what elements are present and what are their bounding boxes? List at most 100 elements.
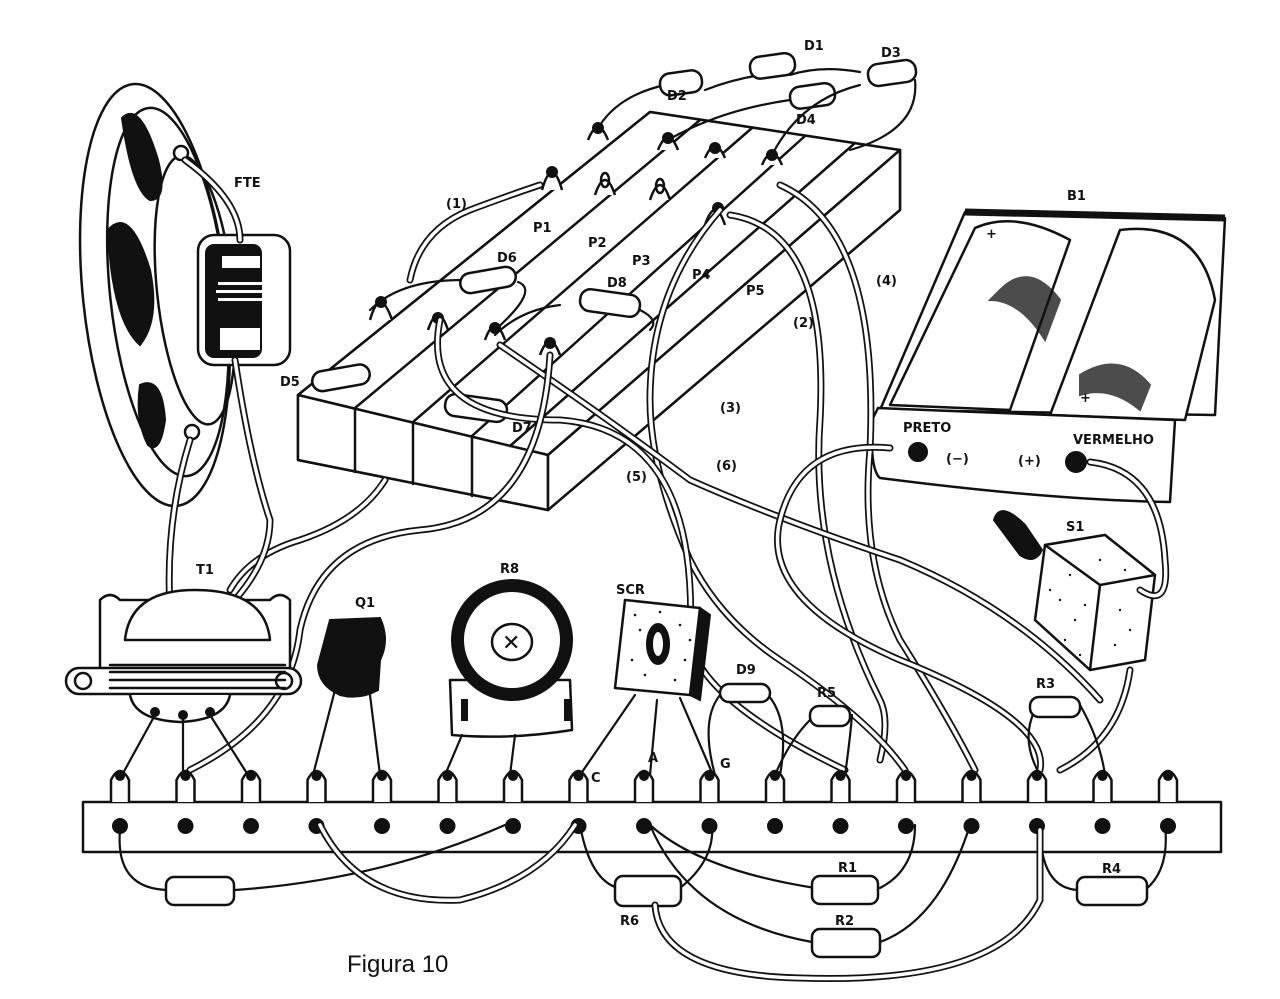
- wire-label-2: (2): [793, 316, 814, 331]
- terminal-lug-solder: [704, 771, 715, 781]
- terminal-rivet: [505, 818, 521, 834]
- terminal-lug-solder: [1097, 771, 1108, 781]
- speaker-terminal-bottom: [183, 423, 201, 441]
- diode-label-d6: D6: [497, 251, 517, 266]
- insulated-wires: [165, 156, 1170, 774]
- speaker-vent-middle: [106, 222, 155, 347]
- diode-d3: [866, 58, 918, 88]
- wire-label-3: (3): [720, 401, 741, 416]
- diode-label-d8: D8: [607, 276, 627, 291]
- terminal-lug-solder: [180, 771, 191, 781]
- terminal-lug-solder: [377, 771, 387, 781]
- plate-label-p4: P4: [692, 268, 711, 283]
- potentiometer-r8: ✕ R8: [448, 562, 574, 738]
- battery-terminal-positive: [1065, 451, 1087, 473]
- diode-d6: [459, 265, 517, 295]
- resistor-label-r4: R4: [1102, 862, 1121, 877]
- transformer-label: T1: [196, 563, 214, 578]
- battery-positive-color: VERMELHO: [1073, 433, 1154, 448]
- terminal-lug-solder: [835, 771, 846, 781]
- switch-label: S1: [1066, 520, 1084, 535]
- transistor-label: Q1: [355, 596, 375, 611]
- terminal-rivet: [701, 818, 718, 834]
- terminal-lug-solder: [115, 771, 125, 781]
- battery-plus-bottom: +: [1080, 391, 1091, 406]
- resistor-r2: [810, 927, 882, 959]
- terminal-rivet: [374, 818, 390, 834]
- plate-label-p5: P5: [746, 284, 765, 299]
- terminal-strip: [81, 769, 1223, 854]
- terminal-lug-solder: [573, 771, 584, 781]
- battery-plus-top: +: [986, 227, 997, 242]
- scr-device: SCR C A G: [591, 583, 731, 786]
- battery-terminal-negative: [908, 442, 928, 462]
- terminal-lug-solder: [770, 771, 780, 781]
- terminal-rivet: [832, 818, 849, 834]
- diodes-block: D6 D8 D5 D7: [280, 251, 655, 436]
- diode-d5: [311, 363, 371, 393]
- terminal-rivet: [898, 818, 914, 834]
- resistor-label-r1: R1: [838, 861, 857, 876]
- battery-negative-sign: (−): [946, 452, 969, 467]
- speaker-label: FTE: [234, 176, 261, 191]
- terminal-rivet: [963, 818, 980, 834]
- resistor-label-r2: R2: [835, 914, 854, 929]
- diodes-top: D1 D2 D3 D4: [598, 39, 918, 157]
- terminal-lug-solder: [246, 771, 256, 781]
- switch-s1: S1: [992, 510, 1157, 672]
- potentiometer-knob-icon: ✕: [502, 631, 520, 656]
- diode-label-d9: D9: [736, 663, 756, 678]
- diode-label-d5: D5: [280, 375, 300, 390]
- battery-holder-b1: + + B1 PRETO (−) VERMELHO (+): [870, 189, 1227, 504]
- diode-d8: [578, 287, 642, 319]
- resistor-r4: [1075, 875, 1149, 907]
- plate-label-p3: P3: [632, 254, 651, 269]
- diode-label-d1: D1: [804, 39, 824, 54]
- terminal-rivet: [243, 818, 259, 834]
- resistor-label-r5: R5: [817, 686, 836, 701]
- diode-label-d4: D4: [796, 113, 816, 128]
- diode-label-d7: D7: [512, 421, 532, 436]
- transistor-q1: Q1: [316, 596, 386, 698]
- plate-lugs: [368, 122, 784, 356]
- resistor-label-r3: R3: [1036, 677, 1055, 692]
- terminal-lug-solder: [1032, 771, 1042, 781]
- speaker-fte: FTE: [78, 82, 292, 508]
- wire-label-5: (5): [626, 470, 647, 485]
- resistor-r6: [613, 874, 683, 908]
- scr-pin-gate: G: [720, 757, 731, 772]
- speaker-vent-bottom: [137, 382, 167, 449]
- figure-caption: Figura 10: [347, 951, 448, 978]
- wire-label-4: (4): [876, 274, 897, 289]
- terminal-rivet: [1160, 818, 1176, 834]
- resistor-label-r6: R6: [620, 914, 639, 929]
- terminal-lug-solder: [966, 771, 977, 781]
- plate-label-p1: P1: [533, 221, 552, 236]
- terminal-lug-solder: [1163, 771, 1173, 781]
- scr-pin-anode: A: [648, 751, 658, 766]
- potentiometer-label: R8: [500, 562, 519, 577]
- terminal-lugs: [109, 769, 1179, 834]
- battery-negative-color: PRETO: [903, 421, 951, 436]
- terminal-rivet: [439, 818, 456, 834]
- terminal-lug-solder: [508, 771, 518, 781]
- strip-top-parts: D9 R5 R3: [707, 663, 1107, 777]
- resistor-unlabeled: [164, 875, 236, 907]
- wire-label-1: (1): [446, 197, 467, 212]
- resistor-r3: [1028, 695, 1082, 719]
- scr-label: SCR: [616, 583, 645, 598]
- terminal-rivet: [1094, 818, 1111, 834]
- terminal-lug-solder: [442, 771, 453, 781]
- diode-label-d3: D3: [881, 46, 901, 61]
- bottom-resistors: R6 R1 R2 R4: [118, 821, 1167, 983]
- terminal-lug-solder: [311, 771, 322, 781]
- component-leads: [120, 688, 715, 777]
- diode-d2: [658, 69, 704, 97]
- speaker-terminal-top: [172, 144, 190, 162]
- diode-d1: [748, 51, 797, 80]
- terminal-lug-solder: [901, 771, 911, 781]
- battery-label: B1: [1067, 189, 1086, 204]
- terminal-rivet: [177, 818, 194, 834]
- scr-pin-cathode: C: [591, 771, 601, 786]
